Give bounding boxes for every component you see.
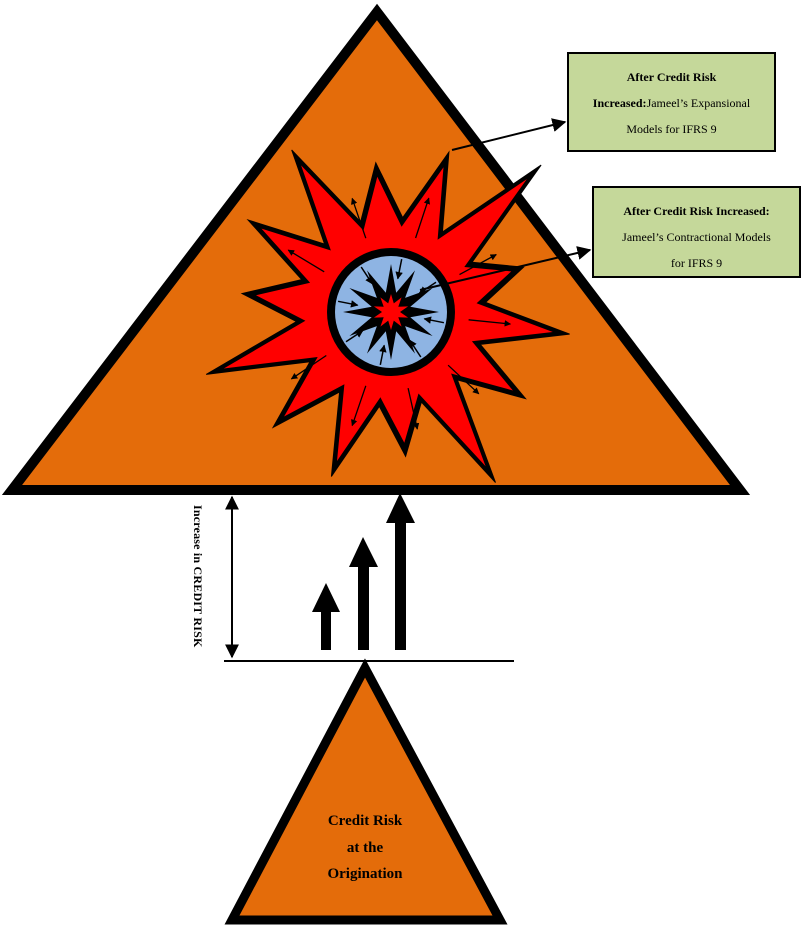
origination-label: Credit Risk at the Origination [300, 808, 430, 888]
outward-arrow [447, 364, 480, 395]
expansional-subtitle: Increased: [592, 96, 647, 110]
outward-arrow [287, 249, 325, 273]
inward-arrow [409, 339, 422, 358]
contractional-models-callout: After Credit Risk Increased: Jameel’s Co… [592, 186, 801, 278]
expansional-text: Jameel’s Expansional [646, 96, 751, 110]
origination-line-1: Credit Risk [327, 813, 403, 829]
contractional-connector [419, 246, 592, 291]
outward-arrow [351, 197, 367, 239]
inward-arrow [337, 300, 359, 308]
outward-arrow [351, 385, 367, 427]
inward-arrow [360, 266, 373, 285]
outward-arrows [287, 197, 512, 430]
inward-arrows [337, 258, 445, 366]
expansional-text-2: Models for IFRS 9 [626, 122, 717, 136]
expansional-connector [451, 118, 567, 151]
outward-arrow [414, 197, 431, 239]
inward-arrow [423, 316, 445, 324]
rising-arrow-tall [386, 493, 415, 650]
origination-line-3: Origination [327, 866, 403, 882]
outward-arrow [407, 387, 420, 430]
expansional-title: After Credit Risk [626, 70, 717, 84]
outward-arrow [459, 253, 497, 276]
increase-credit-risk-label: Increase in CREDIT RISK [191, 505, 205, 648]
rising-arrow-medium [349, 537, 378, 650]
contractional-text-2: for IFRS 9 [670, 256, 723, 270]
outward-arrow [468, 319, 512, 327]
contractional-title: After Credit Risk Increased: [623, 204, 770, 218]
inward-arrow [345, 330, 364, 343]
expansional-models-callout: After Credit Risk Increased:Jameel’s Exp… [567, 52, 776, 152]
origination-line-2: at the [346, 839, 384, 856]
outward-arrow [290, 354, 327, 380]
inward-arrow [395, 258, 403, 280]
origination-triangle [224, 658, 508, 925]
contractional-text: Jameel’s Contractional Models [622, 230, 771, 244]
core-star-center [373, 294, 409, 330]
rising-arrow-short [312, 583, 340, 650]
inward-arrow [379, 344, 387, 366]
